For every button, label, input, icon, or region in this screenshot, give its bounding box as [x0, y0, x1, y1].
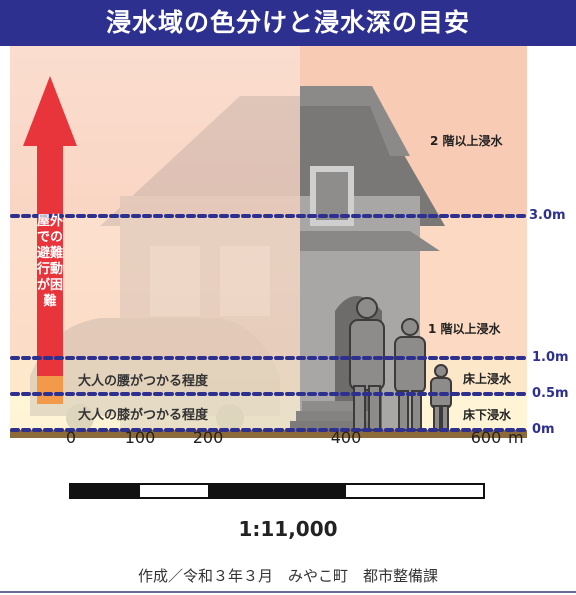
scale-seg-1 [71, 485, 140, 497]
scale-seg-2 [140, 485, 208, 497]
scale-bar [69, 483, 485, 499]
scale-seg-4 [346, 485, 483, 497]
diagram-frame: 2 階以上浸水 1 階以上浸水 床上浸水 床下浸水 大人の腰がつかる程度 大人の… [10, 46, 527, 438]
flood-depth-diagram [10, 46, 527, 438]
zone-label-above-2f: 2 階以上浸水 [430, 134, 503, 148]
zone-label-above-1f: 1 階以上浸水 [428, 322, 501, 336]
title-bar [0, 0, 576, 46]
zone-label-above-floor: 床上浸水 [463, 372, 512, 386]
scale-tick-100: 100 [124, 428, 156, 447]
evacuation-arrow [23, 76, 77, 404]
depth-label-3m: 3.0m [529, 208, 566, 223]
depth-label-0m: 0m [532, 422, 555, 437]
scale-ratio: 1:11,000 [238, 517, 338, 541]
depth-label-05m: 0.5m [532, 386, 569, 401]
bottom-rule [0, 591, 576, 593]
people-silhouettes [349, 297, 452, 431]
scale-tick-600: 600 [470, 428, 502, 447]
zone-label-below-floor: 床下浸水 [463, 408, 512, 422]
band-label-knee: 大人の膝がつかる程度 [78, 408, 209, 423]
band-label-waist: 大人の腰がつかる程度 [78, 374, 209, 389]
scale-tick-0: 0 [65, 428, 77, 447]
scale-tick-200: 200 [192, 428, 224, 447]
scale-tick-400: 400 [330, 428, 362, 447]
house-faded [30, 96, 300, 432]
page-title: 浸水域の色分けと浸水深の目安 [105, 8, 470, 37]
credit-line: 作成／令和３年３月 みやこ町 都市整備課 [137, 567, 438, 585]
ground [10, 430, 527, 438]
depth-lines [10, 214, 527, 432]
scale-seg-3 [208, 485, 346, 497]
arrow-label: 屋外での避難行動が困難 [37, 214, 64, 309]
scale-unit: m [508, 428, 524, 447]
depth-label-1m: 1.0m [532, 350, 569, 365]
